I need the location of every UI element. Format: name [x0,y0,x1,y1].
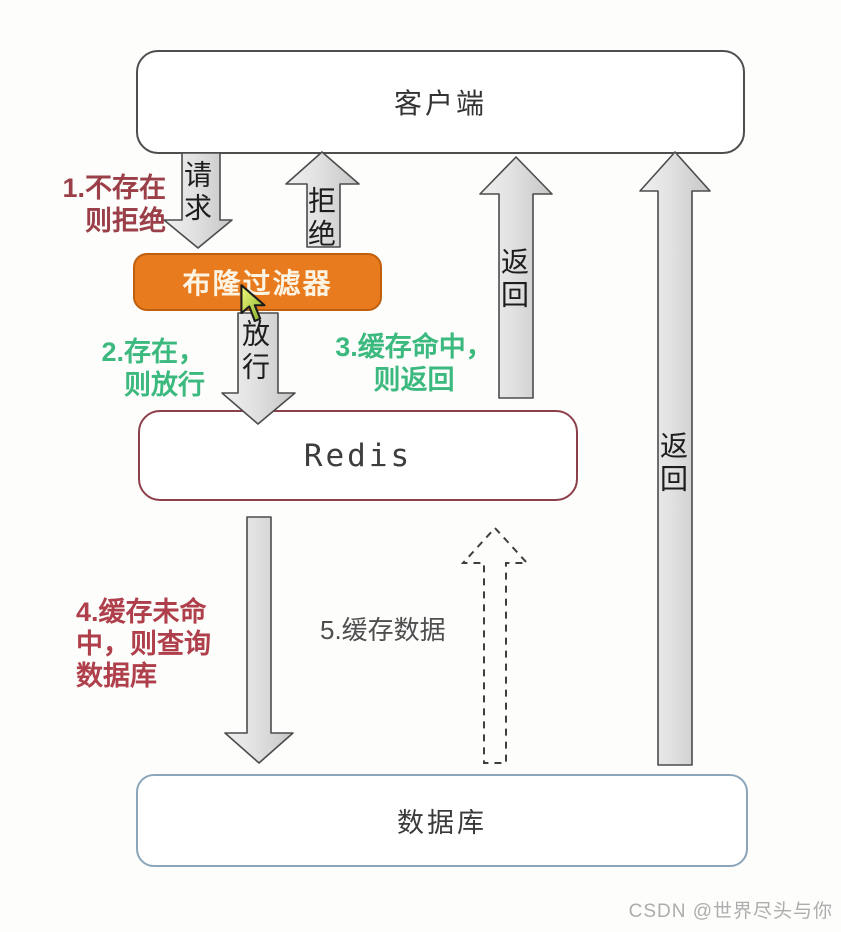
database-label: 数据库 [397,808,487,838]
annotation-step5-line1: 5.缓存数据 [320,615,446,645]
annotation-step3-line1: 3.缓存命中， [335,332,493,362]
return-arrow-database-to-client [639,151,711,766]
pass-arrow [221,312,296,425]
query-database-arrow [224,516,294,764]
return-redis-arrow-label: 返回 [498,247,529,313]
mouse-pointer-icon [239,284,273,324]
redis-label: Redis [303,437,413,474]
request-arrow [163,152,233,249]
annotation-step2-line2: 则放行 [124,370,205,400]
annotation-step3-line2: 则返回 [373,365,455,395]
return-database-arrow-label: 返回 [657,431,688,497]
annotation-step1-line1: 1.不存在 [62,173,166,203]
annotation-step2-line1: 2.存在， [101,337,205,367]
csdn-watermark: CSDN @世界尽头与你 [628,901,833,922]
annotation-step4-line1: 4.缓存未命 [76,597,207,627]
client-label: 客户端 [393,88,487,119]
annotation-step1: 1.不存在 则拒绝 [36,172,166,238]
annotation-step3: 3.缓存命中， 则返回 [328,331,500,397]
annotation-step4: 4.缓存未命 中，则查询 数据库 [76,596,248,692]
redis-node: Redis [138,410,578,501]
annotation-step1-line2: 则拒绝 [85,206,166,236]
request-arrow-label: 请求 [181,160,212,226]
bloom-filter-label: 布隆过滤器 [182,268,333,299]
annotation-step5: 5.缓存数据 [320,614,500,647]
client-node: 客户端 [136,50,745,154]
reject-arrow-label: 拒绝 [305,186,336,252]
annotation-step4-line2: 中，则查询 [76,629,211,659]
reject-arrow [285,151,360,248]
return-arrow-redis-to-client [479,156,553,399]
annotation-step4-line3: 数据库 [76,661,157,691]
annotation-step2: 2.存在， 则放行 [73,336,205,402]
cache-data-dashed-arrow [461,526,529,765]
pass-arrow-label: 放行 [239,319,270,385]
database-node: 数据库 [136,774,748,867]
